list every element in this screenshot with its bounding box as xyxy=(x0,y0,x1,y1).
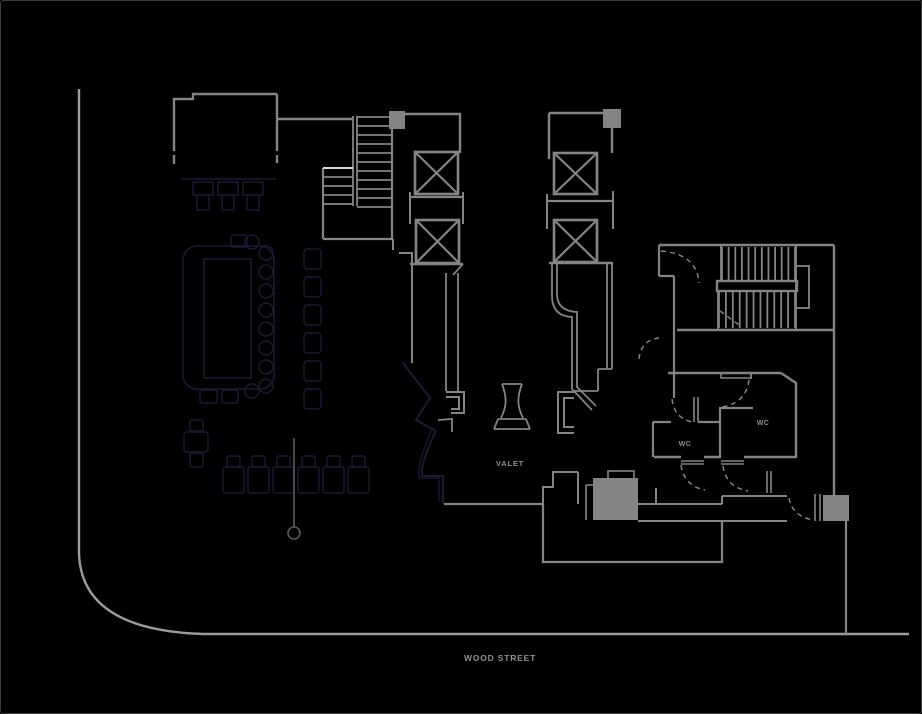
stair2-left-wall xyxy=(657,245,676,398)
stair2-handrail xyxy=(715,279,799,293)
corridor-right-cap xyxy=(574,368,612,392)
valet-stand-side-right xyxy=(517,383,524,419)
armchair-front xyxy=(189,452,204,468)
valet-stand-base xyxy=(493,418,531,430)
south-chair-row xyxy=(272,466,295,494)
corridor-curved-wall-b xyxy=(551,263,593,411)
wc2-door-swing xyxy=(721,379,750,408)
booth-end-chair-top xyxy=(230,234,248,248)
lounge-chair-column xyxy=(303,332,322,354)
south-chair-row xyxy=(247,466,270,494)
booth-table xyxy=(203,258,252,379)
wc-threshold-2 xyxy=(721,460,744,465)
south-chair-row xyxy=(322,466,345,494)
south-chair-row xyxy=(222,466,245,494)
lounge-chair-column xyxy=(303,248,322,270)
south-chair-row xyxy=(276,455,291,468)
booth-chair-row xyxy=(258,302,274,318)
booth-corner-chair-top xyxy=(244,234,260,250)
south-column-block xyxy=(823,495,849,521)
wc1-door-swing xyxy=(671,398,693,423)
vestibule-wall-navy xyxy=(402,361,437,432)
entry-step-side-line xyxy=(585,484,593,520)
vestibule-arc-navy-inner xyxy=(418,428,440,502)
bar-stool-2-seat xyxy=(217,181,239,196)
booth-chair-row xyxy=(258,264,274,280)
corridor-door-swing xyxy=(638,337,660,360)
elevator-shaft-right-2-x xyxy=(553,219,598,263)
elev-right-newel-block xyxy=(603,109,621,128)
stair2-landing xyxy=(796,265,810,309)
elevator-shaft-left-1-x xyxy=(414,151,459,195)
entry-steps-outline xyxy=(542,471,579,504)
south-chair-row xyxy=(297,466,320,494)
south-chair-row xyxy=(347,466,370,494)
south-jamb-2 xyxy=(766,471,772,493)
booth-corner-chair-bottom xyxy=(244,383,260,399)
booth-seat-outline xyxy=(182,245,275,390)
wc-threshold-1 xyxy=(681,460,704,465)
south-chair-row xyxy=(351,455,366,468)
wc-door-swing-south-2 xyxy=(722,465,749,492)
booth-chair-row xyxy=(258,378,274,394)
elevator-shaft-left-2-x xyxy=(415,219,460,264)
elevator-shaft-left-1 xyxy=(413,150,460,196)
bar-stool-3-base xyxy=(246,194,260,211)
corridor-wall-left-diag xyxy=(452,263,464,276)
armchair-back xyxy=(189,419,204,432)
wall-stair-to-vestibule xyxy=(392,239,413,363)
elevator-shaft-right-1 xyxy=(552,151,599,196)
booth-chair-row xyxy=(258,359,274,375)
entry-frame-west-lower xyxy=(437,418,453,432)
room-wall-left-top xyxy=(172,92,277,151)
bar-stool-1-seat xyxy=(192,181,214,196)
booth-chair-row xyxy=(258,283,274,299)
bar-stool-2-base xyxy=(221,194,235,211)
corridor-curved-wall-a xyxy=(556,263,597,407)
valet-stand-side-left xyxy=(500,383,507,419)
booth-chair-row xyxy=(258,245,274,261)
wc-right-label: WC xyxy=(757,420,769,427)
entry-frame-west xyxy=(446,391,465,414)
lounge-chair-column xyxy=(303,360,322,382)
entry-step-top-outline xyxy=(607,470,635,482)
valet-label: VALET xyxy=(496,459,524,468)
south-door-swing xyxy=(788,497,814,521)
wc1-door-jamb xyxy=(693,397,699,422)
stair2-dash-detail xyxy=(719,310,743,328)
vestibule-arc-navy xyxy=(421,430,444,504)
bar-stool-1-base xyxy=(196,194,210,211)
wc-left-label: WC xyxy=(679,441,691,448)
wood-street-label: WOOD STREET xyxy=(464,653,536,663)
stair2-door-swing xyxy=(660,250,700,284)
booth-end-chair-bottom-1 xyxy=(199,389,218,404)
entry-terrace-rect xyxy=(541,504,724,564)
wall-newel-to-elev xyxy=(405,112,462,153)
booth-chair-row xyxy=(258,321,274,337)
south-chair-row xyxy=(301,455,316,468)
bar-stool-3-seat xyxy=(242,181,264,196)
street-curb-line xyxy=(77,89,909,636)
south-band-top-b xyxy=(721,495,787,504)
south-chair-row xyxy=(251,455,266,468)
wc-door-swing-south-1 xyxy=(680,464,706,491)
entry-frame-east xyxy=(557,391,574,434)
lamp-post-circle xyxy=(287,526,301,540)
elevator-shaft-right-1-x xyxy=(553,152,598,195)
south-chair-row xyxy=(226,455,241,468)
booth-end-chair-bottom-2 xyxy=(221,389,239,404)
lounge-chair-column xyxy=(303,276,322,298)
stair-top-newel-block xyxy=(389,111,405,129)
booth-chair-row xyxy=(258,340,274,356)
entry-step-block xyxy=(593,478,638,520)
armchair-seat xyxy=(183,431,209,453)
south-chair-row xyxy=(326,455,341,468)
lounge-chair-column xyxy=(303,304,322,326)
south-door-jamb xyxy=(814,494,821,521)
wc-block-right-wall xyxy=(780,372,798,458)
lounge-chair-column xyxy=(303,388,322,410)
